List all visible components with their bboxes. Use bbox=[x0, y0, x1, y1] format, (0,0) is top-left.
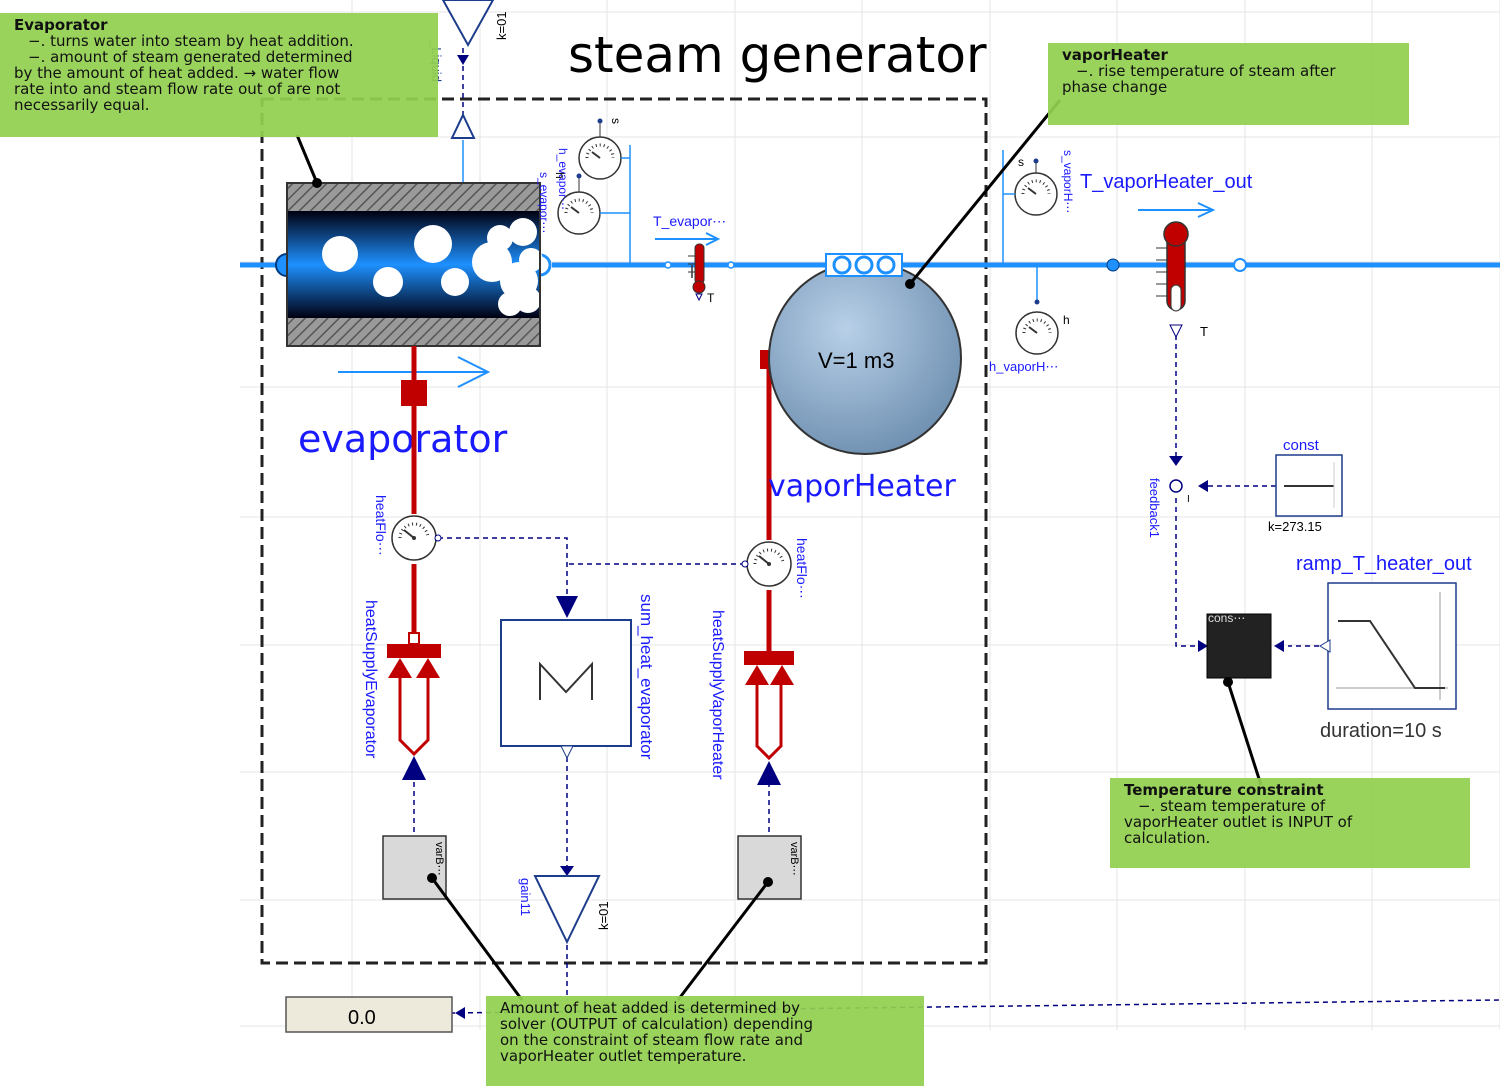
volume-label: V=1 m3 bbox=[818, 348, 894, 373]
annotation-heat: Amount of heat added is determined by so… bbox=[486, 996, 924, 1086]
enthalpy-sensor-evapor[interactable] bbox=[557, 173, 601, 235]
gain-param: k=01 bbox=[596, 901, 611, 930]
annotation-evaporator-line-5: necessarily equal. bbox=[14, 96, 150, 114]
heat-supply-vaporheater[interactable] bbox=[744, 651, 794, 785]
heat-supply-evaporator[interactable] bbox=[387, 632, 441, 780]
output-display-value: 0.0 bbox=[348, 1007, 376, 1029]
h-vaporh-port: h bbox=[1063, 313, 1070, 327]
t-evapor-label: T_evapor⋯ bbox=[653, 213, 726, 229]
cons-block[interactable] bbox=[1206, 613, 1272, 679]
varb-block-left[interactable] bbox=[382, 835, 447, 900]
fluid-port-end[interactable] bbox=[1233, 258, 1247, 272]
temperature-sensor-evapor[interactable] bbox=[688, 243, 706, 302]
varb-left-label: varB⋯ bbox=[433, 842, 445, 876]
annotation-heat-line-3: on the constraint of steam flow rate and bbox=[500, 1031, 803, 1049]
varb-block-right[interactable] bbox=[737, 835, 802, 900]
fluid-node[interactable] bbox=[1106, 258, 1120, 272]
ramp-block[interactable] bbox=[1319, 582, 1457, 710]
annotation-evaporator-line-1: −. turns water into steam by heat additi… bbox=[28, 32, 354, 50]
s-vaporh-label: s_vaporH⋯ bbox=[1061, 150, 1075, 213]
evaporator-component[interactable] bbox=[286, 182, 543, 347]
bubbles-icon bbox=[322, 218, 543, 316]
gain-label: gain11 bbox=[518, 878, 533, 916]
annotation-evaporator: Evaporator −. turns water into steam by … bbox=[0, 13, 438, 137]
evaporator-label: evaporator bbox=[298, 417, 508, 461]
annotation-evaporator-line-2: −. amount of steam generated determined bbox=[28, 48, 353, 66]
heat-supply-vapor-label: heatSupplyVaporHeater bbox=[709, 610, 726, 780]
s-vaporh-port: s bbox=[1018, 155, 1024, 169]
annotation-evaporator-line-3: by the amount of heat added. → water flo… bbox=[14, 64, 340, 82]
annotation-temperature: Temperature constraint −. steam temperat… bbox=[1110, 778, 1470, 868]
annotation-evaporator-title: Evaporator bbox=[14, 16, 108, 34]
annotation-temperature-line-2: vaporHeater outlet is INPUT of bbox=[1124, 813, 1353, 831]
heatflow-sensor-left[interactable] bbox=[391, 515, 437, 561]
t-vaporheater-out-label: T_vaporHeater_out bbox=[1080, 171, 1253, 193]
feedback-block[interactable] bbox=[1169, 479, 1183, 493]
annotation-vaporheater: vaporHeater −. rise temperature of steam… bbox=[1048, 43, 1409, 125]
annotation-heat-line-2: solver (OUTPUT of calculation) depending bbox=[500, 1015, 813, 1033]
heat-lines bbox=[411, 346, 772, 652]
annotation-vaporheater-title: vaporHeater bbox=[1062, 46, 1168, 64]
heatflow-sensor-right[interactable] bbox=[746, 541, 792, 587]
annotation-vaporheater-line-1: −. rise temperature of steam after bbox=[1076, 62, 1336, 80]
t-vaporheater-port: T bbox=[1200, 324, 1208, 339]
const-label: const bbox=[1283, 437, 1320, 454]
s-port-top: s bbox=[609, 118, 623, 124]
annotation-temperature-title: Temperature constraint bbox=[1124, 781, 1324, 799]
varb-right-label: varB⋯ bbox=[788, 842, 800, 876]
vaporheater-component[interactable] bbox=[768, 253, 962, 455]
entropy-sensor-vaporh[interactable] bbox=[1014, 158, 1058, 216]
top-gain-block[interactable] bbox=[441, 0, 495, 48]
top-gain-param: k=01 bbox=[494, 11, 509, 40]
heatflow-left-label: heatFlo⋯ bbox=[373, 495, 389, 556]
annotation-leader-lines bbox=[295, 99, 1263, 1001]
annotation-temperature-line-1: −. steam temperature of bbox=[1138, 797, 1326, 815]
const-param: k=273.15 bbox=[1268, 519, 1322, 534]
annotation-heat-line-1: Amount of heat added is determined by bbox=[500, 999, 800, 1017]
h-evapor-label: h_evapor⋯ bbox=[556, 148, 570, 210]
steam-generator-boundary bbox=[260, 97, 988, 965]
sum-block[interactable] bbox=[500, 619, 632, 760]
annotation-temperature-line-3: calculation. bbox=[1124, 829, 1211, 847]
feedback-port: I bbox=[1187, 494, 1190, 505]
ramp-label: ramp_T_heater_out bbox=[1296, 553, 1472, 575]
temperature-sensor-vaporheater[interactable] bbox=[1156, 221, 1189, 339]
s-evapor-label: s_evapor⋯ bbox=[537, 172, 551, 233]
annotation-heat-line-4: vaporHeater outlet temperature. bbox=[500, 1047, 747, 1065]
entropy-sensor-evapor[interactable] bbox=[578, 118, 622, 180]
enthalpy-sensor-vaporh[interactable] bbox=[1015, 299, 1059, 355]
h-vaporh-label: h_vaporH⋯ bbox=[989, 359, 1058, 374]
heat-port-evaporator[interactable] bbox=[401, 380, 427, 406]
annotation-evaporator-line-4: rate into and steam flow rate out of are… bbox=[14, 80, 341, 98]
diagram-title: steam generator bbox=[568, 26, 987, 84]
vaporheater-label: vaporHeater bbox=[768, 469, 956, 504]
sum-label: sum_heat_evaporator bbox=[637, 594, 656, 760]
heatflow-right-label: heatFlo⋯ bbox=[794, 538, 810, 599]
output-display[interactable] bbox=[285, 996, 453, 1033]
gain-block[interactable] bbox=[533, 875, 601, 945]
cons-label: cons⋯ bbox=[1208, 611, 1245, 625]
feedback-label: feedback1 bbox=[1147, 478, 1162, 538]
ramp-param: duration=10 s bbox=[1320, 720, 1442, 742]
heat-supply-evap-label: heatSupplyEvaporator bbox=[362, 600, 379, 759]
h-port-top: h bbox=[553, 172, 567, 179]
t-evapor-port: T bbox=[707, 291, 715, 305]
evaporator-top-connector bbox=[450, 112, 476, 139]
annotation-vaporheater-line-2: phase change bbox=[1062, 78, 1168, 96]
const-block[interactable] bbox=[1275, 454, 1343, 517]
